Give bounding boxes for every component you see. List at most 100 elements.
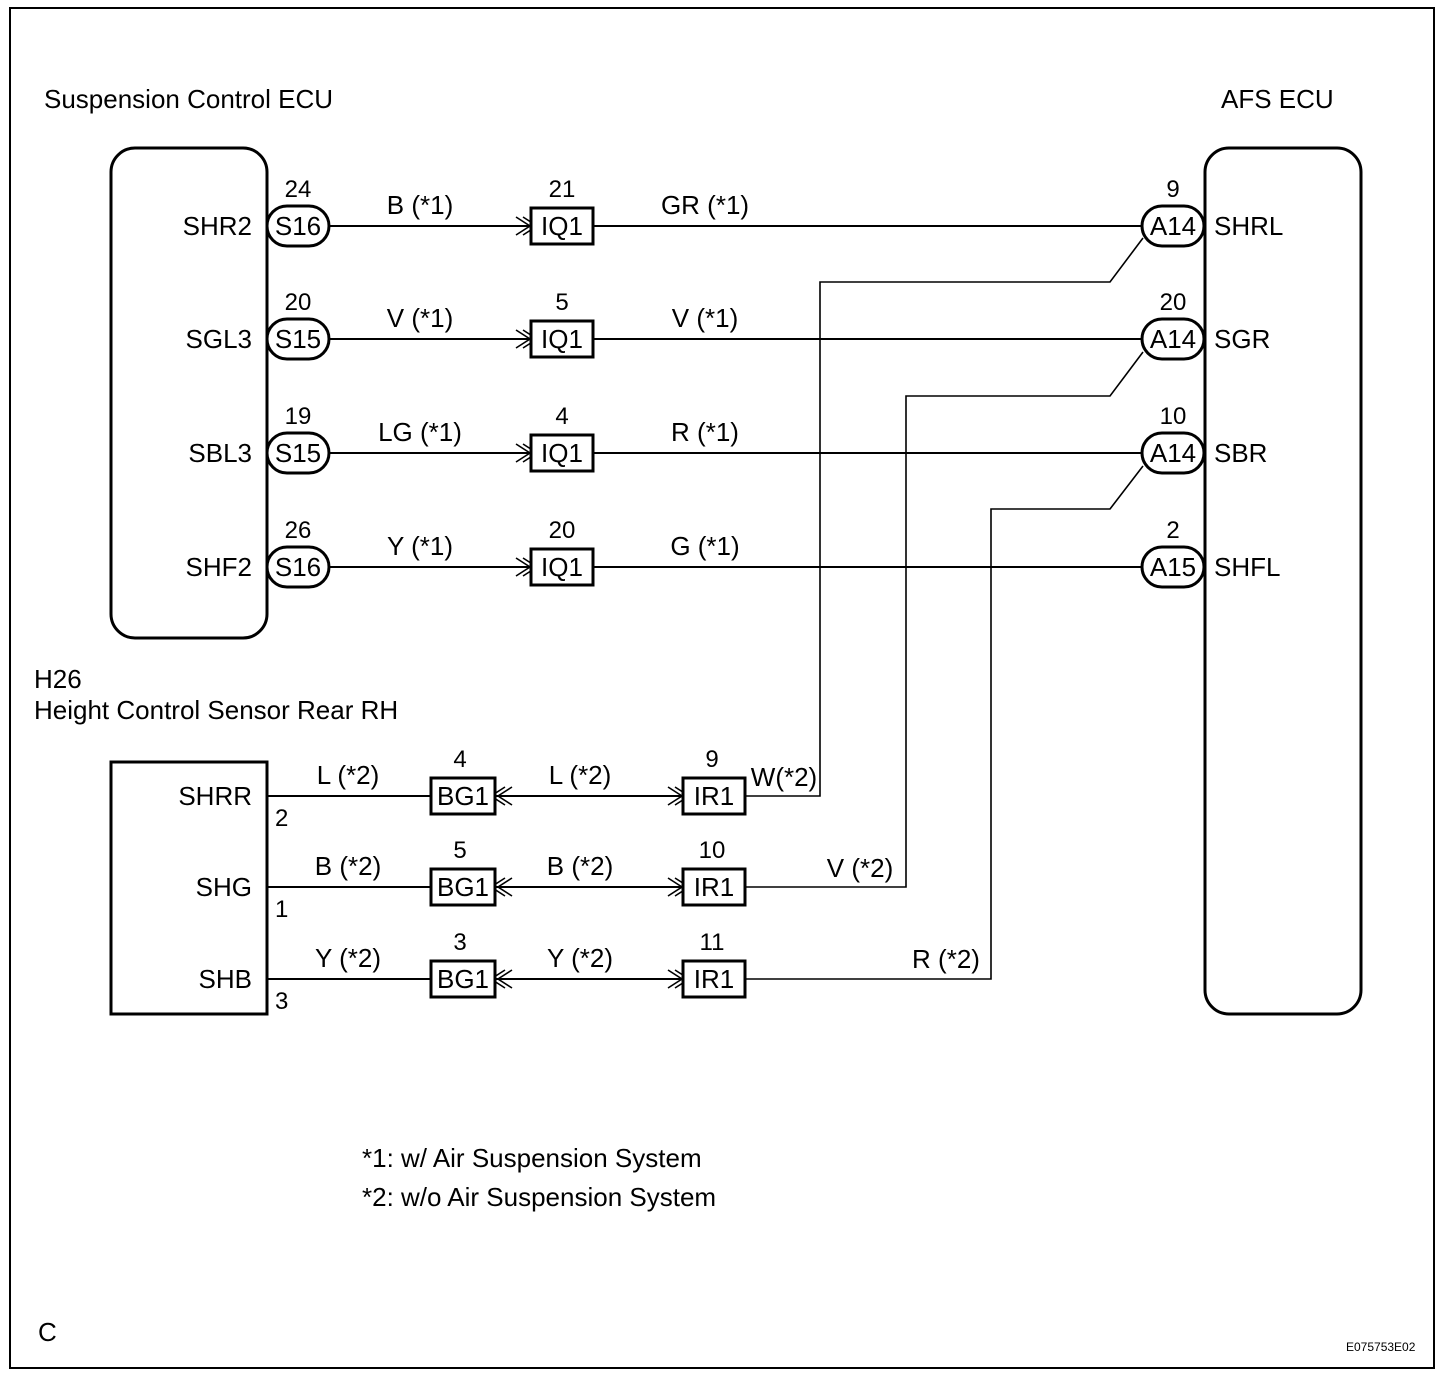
afs-ecu-title: AFS ECU: [1221, 84, 1334, 114]
wire-color-label: L (*2): [549, 760, 612, 790]
connector-code: A14: [1150, 211, 1196, 241]
wire-color-label: B (*2): [315, 851, 381, 881]
wire-color-label: R (*1): [671, 417, 739, 447]
note-1: *1: w/ Air Suspension System: [362, 1143, 702, 1173]
junction-pin-number: 4: [555, 403, 568, 430]
diagram-frame: [9, 7, 1435, 1369]
connector-oval: [265, 204, 331, 248]
sensor-terminal-label: SHG: [196, 872, 252, 902]
junction-connector-code: BG1: [437, 872, 489, 902]
connector-pin-number: 20: [1160, 289, 1187, 316]
sensor-terminal-label: SHRR: [178, 781, 252, 811]
connector-oval: [1140, 545, 1206, 589]
junction-pin-number: 5: [555, 289, 568, 316]
wire-tie-line: [746, 465, 1144, 980]
sensor-title: Height Control Sensor Rear RH: [34, 695, 398, 725]
corner-letter: C: [38, 1317, 57, 1347]
connector-oval: [265, 545, 331, 589]
junction-connector-box: [529, 206, 595, 246]
connector-pin-number: 9: [1166, 176, 1179, 203]
afs-ecu-box: [1203, 146, 1363, 1016]
wire-tie-line: [746, 351, 1144, 888]
wire-color-label: V (*1): [387, 303, 453, 333]
connector-code: A14: [1150, 324, 1196, 354]
wire-color-label: R (*2): [912, 944, 980, 974]
junction-pin-number: 9: [705, 746, 718, 773]
wire-color-label: L (*2): [317, 760, 380, 790]
junction-pin-number: 3: [453, 929, 466, 956]
junction-connector-code: IQ1: [541, 552, 583, 582]
sensor-pin-number: 2: [275, 805, 288, 832]
ecu-terminal-label: SHF2: [186, 552, 252, 582]
connector-pin-number: 24: [285, 176, 312, 203]
ecu-terminal-label: SGR: [1214, 324, 1270, 354]
ecu-terminal-label: SBR: [1214, 438, 1267, 468]
ecu-terminal-label: SHRL: [1214, 211, 1283, 241]
connector-oval: [265, 317, 331, 361]
wire-color-label: Y (*2): [315, 943, 381, 973]
wire-color-label: V (*1): [672, 303, 738, 333]
junction-pin-number: 4: [453, 746, 466, 773]
junction-connector-code: BG1: [437, 781, 489, 811]
connector-code: S15: [275, 438, 321, 468]
wire-color-label: V (*2): [827, 853, 893, 883]
ecu-terminal-label: SHR2: [183, 211, 252, 241]
ecu-terminal-label: SBL3: [188, 438, 252, 468]
note-2: *2: w/o Air Suspension System: [362, 1182, 716, 1212]
suspension-ecu-box: [109, 146, 269, 640]
wire-color-label: B (*2): [547, 851, 613, 881]
junction-connector-box: [529, 319, 595, 359]
wire-color-label: GR (*1): [661, 190, 749, 220]
connector-pin-number: 19: [285, 403, 312, 430]
wire-color-label: W(*2): [751, 762, 817, 792]
junction-connector-code: IR1: [694, 872, 734, 902]
junction-connector-box: [429, 959, 497, 999]
junction-connector-code: IR1: [694, 964, 734, 994]
junction-pin-number: 11: [700, 929, 725, 956]
connector-oval: [1140, 317, 1206, 361]
junction-connector-code: BG1: [437, 964, 489, 994]
junction-connector-code: IQ1: [541, 324, 583, 354]
connector-pin-number: 10: [1160, 403, 1187, 430]
connector-pin-number: 2: [1166, 517, 1179, 544]
wire-color-label: B (*1): [387, 190, 453, 220]
junction-connector-code: IQ1: [541, 211, 583, 241]
junction-connector-code: IQ1: [541, 438, 583, 468]
connector-pin-number: 20: [285, 289, 312, 316]
wire-color-label: Y (*2): [547, 943, 613, 973]
connector-code: S16: [275, 211, 321, 241]
ecu-terminal-label: SHFL: [1214, 552, 1280, 582]
junction-pin-number: 20: [549, 517, 576, 544]
sensor-pin-number: 1: [275, 896, 288, 923]
height-sensor-box: [109, 760, 269, 1016]
wire-tie-line: [746, 237, 1144, 797]
junction-connector-box: [429, 776, 497, 816]
connector-oval: [265, 431, 331, 475]
junction-pin-number: 21: [549, 176, 576, 203]
sensor-pin-number: 3: [275, 988, 288, 1015]
wire-color-label: Y (*1): [387, 531, 453, 561]
connector-code: A15: [1150, 552, 1196, 582]
connector-code: A14: [1150, 438, 1196, 468]
junction-connector-box: [681, 776, 747, 816]
wire-color-label: G (*1): [670, 531, 739, 561]
sensor-terminal-label: SHB: [199, 964, 252, 994]
connector-code: S16: [275, 552, 321, 582]
junction-connector-code: IR1: [694, 781, 734, 811]
connector-oval: [1140, 204, 1206, 248]
junction-connector-box: [429, 867, 497, 907]
junction-connector-box: [681, 867, 747, 907]
wire-color-label: LG (*1): [378, 417, 462, 447]
connector-code: S15: [275, 324, 321, 354]
junction-connector-box: [681, 959, 747, 999]
junction-connector-box: [529, 547, 595, 587]
connector-pin-number: 26: [285, 517, 312, 544]
